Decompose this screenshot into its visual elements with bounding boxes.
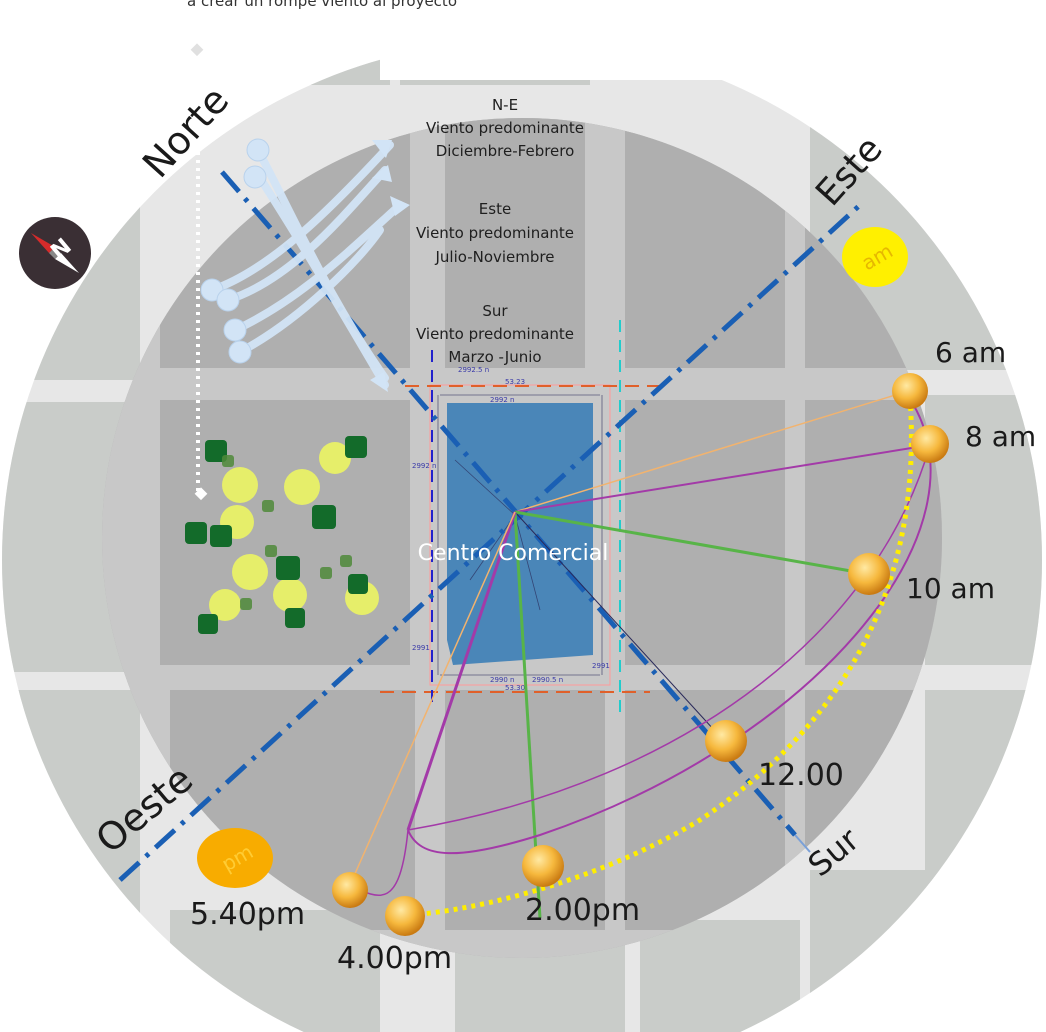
sun-10am	[848, 553, 890, 595]
level-label: 2992 n	[412, 462, 436, 470]
trees	[185, 436, 379, 634]
time-6am: 6 am	[935, 336, 1006, 369]
wind-este-name: Este	[479, 200, 511, 218]
time-12: 12.00	[758, 758, 844, 793]
time-4pm: 4.00pm	[337, 941, 452, 976]
sun-6am	[892, 373, 928, 409]
wind-ne-line1: Viento predominante	[426, 119, 584, 137]
top-dimension-label: 53.23	[505, 378, 525, 386]
level-label: 2990 n	[490, 676, 514, 684]
wind-sur-name: Sur	[482, 302, 508, 320]
wind-arrow-heads	[370, 140, 410, 392]
time-2pm: 2.00pm	[525, 893, 640, 928]
pm-badge: pm	[197, 828, 273, 888]
sun-2pm	[522, 845, 564, 887]
sun-8am	[911, 425, 949, 463]
wind-ne-name: N-E	[492, 96, 518, 114]
sun-540pm	[332, 872, 368, 908]
building-label: Centro Comercial	[418, 541, 609, 566]
wind-arrow-tails	[200, 138, 270, 364]
wind-este-line2: Julio-Noviembre	[434, 248, 554, 266]
sun-4pm	[385, 896, 425, 936]
wind-sur-line1: Viento predominante	[416, 325, 574, 343]
sun-positions	[332, 373, 949, 936]
time-10am: 10 am	[906, 572, 995, 605]
level-label: 2991	[592, 662, 610, 670]
wind-sur-line2: Marzo -Junio	[448, 348, 541, 366]
sun-rays	[349, 391, 932, 919]
wind-legend: N-E Viento predominante Diciembre-Febrer…	[416, 96, 584, 366]
compass-icon: N	[19, 217, 91, 289]
time-8am: 8 am	[965, 420, 1036, 453]
level-label: 2992.5 n	[458, 366, 489, 374]
sun-12pm	[705, 720, 747, 762]
wind-este-line1: Viento predominante	[416, 224, 574, 242]
sun-time-labels: 6 am 8 am 10 am 12.00 2.00pm 4.00pm 5.40…	[190, 336, 1036, 976]
level-label: 2992 n	[490, 396, 514, 404]
bottom-dimension-label: 53.30	[505, 684, 525, 692]
wind-arrows	[208, 141, 404, 389]
level-label: 2991	[412, 644, 430, 652]
wind-ne-line2: Diciembre-Febrero	[436, 142, 575, 160]
top-caption: a crear un rompe viento al proyecto	[187, 0, 457, 10]
plan-annotations: 53.23 53.30 2992.5 n 2992 n 2992 n 2990 …	[412, 366, 610, 692]
am-badge: am	[842, 227, 908, 287]
level-label: 2990.5 n	[532, 676, 563, 684]
east-west-axis	[118, 203, 862, 882]
time-540pm: 5.40pm	[190, 897, 305, 932]
